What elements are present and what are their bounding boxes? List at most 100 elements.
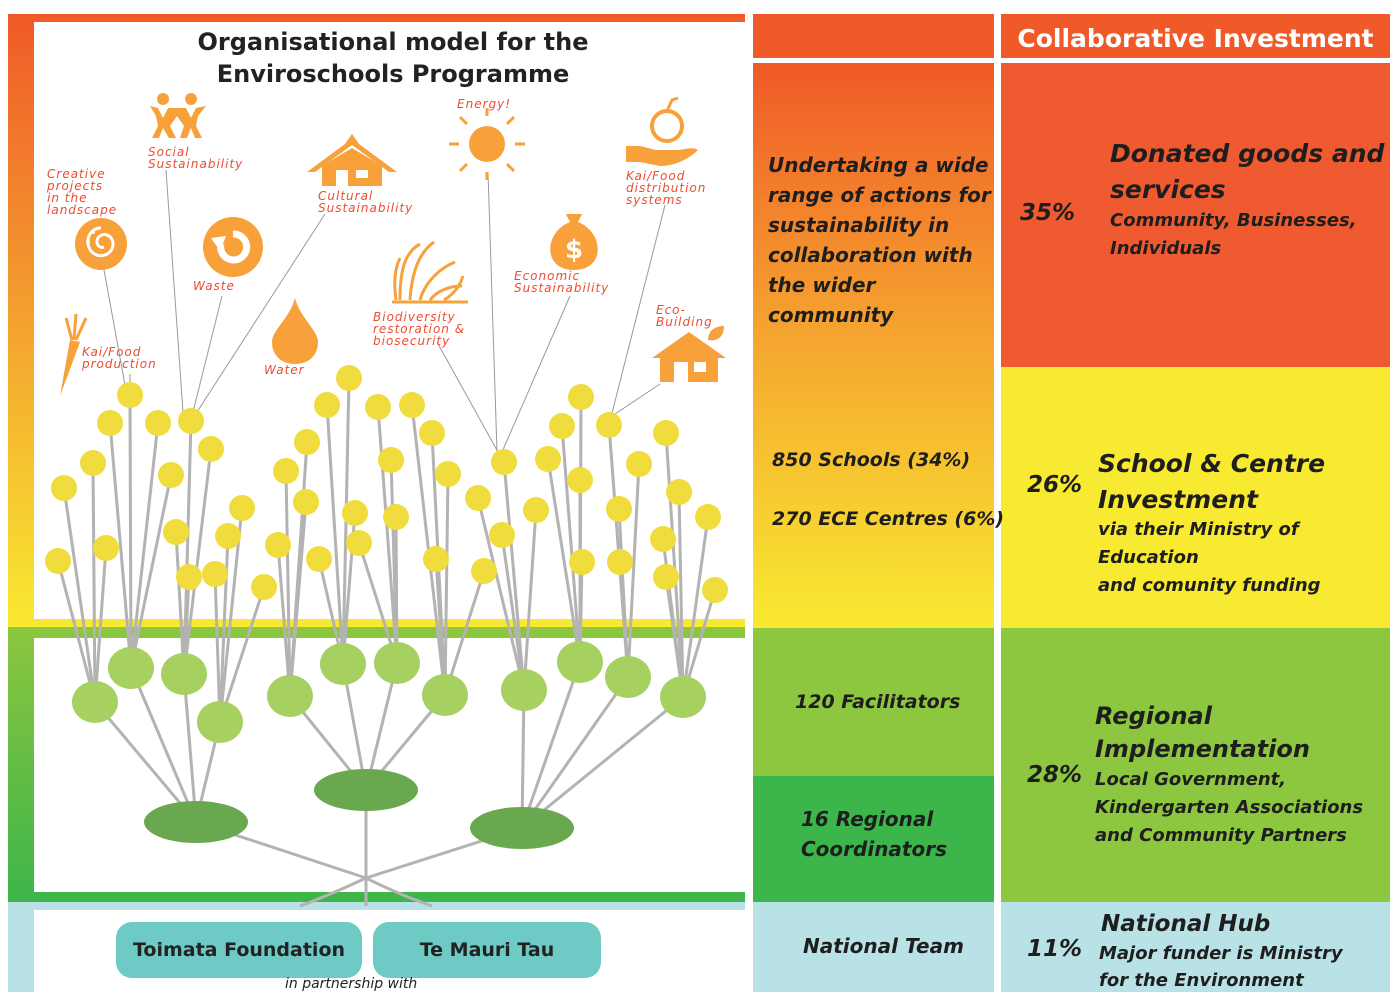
biodiversity-label-line-2: restoration & bbox=[373, 322, 466, 336]
creative-label-line-3: in the bbox=[47, 191, 88, 205]
coordinators-text: 16 Regional Coordinators bbox=[801, 804, 947, 864]
facilitator-nodes bbox=[72, 641, 706, 743]
middle-header-band bbox=[753, 14, 994, 58]
donated-title: Donated goods and services bbox=[1110, 136, 1384, 208]
money-bag-icon: $ bbox=[550, 214, 598, 270]
cultural-label-line-1: Cultural bbox=[318, 189, 374, 203]
regional-desc-line-1: Local Government, bbox=[1095, 769, 1287, 790]
school-title: School & Centre Investment bbox=[1098, 446, 1325, 518]
national-desc-line-2: for the Environment bbox=[1099, 970, 1304, 991]
right-header-band bbox=[1001, 14, 1390, 58]
eco-building-label-line-2: Building bbox=[656, 315, 713, 329]
school-nodes bbox=[45, 365, 728, 603]
middle-gradient-panel bbox=[753, 63, 994, 628]
regional-title-line-1: Regional bbox=[1095, 702, 1212, 730]
creative-label-line-1: Creative bbox=[47, 167, 106, 181]
national-title: National Hub bbox=[1101, 911, 1271, 937]
school-pct: 26% bbox=[1027, 472, 1083, 498]
social-label: Social Sustainability bbox=[148, 146, 243, 170]
title-line-2: Enviroschools Programme bbox=[216, 60, 570, 88]
social-label-line-2: Sustainability bbox=[148, 157, 244, 171]
national-desc: Major funder is Ministry for the Environ… bbox=[1099, 940, 1343, 994]
donated-desc: Community, Businesses, Individuals bbox=[1110, 207, 1357, 263]
biodiversity-label: Biodiversity restoration & biosecurity bbox=[373, 311, 465, 347]
biodiversity-label-line-3: biosecurity bbox=[373, 334, 451, 348]
kai-distribution-label-line-1: Kai/Food bbox=[626, 169, 686, 183]
creative-label-line-4: landscape bbox=[47, 203, 118, 217]
economic-label-line-2: Sustainability bbox=[514, 281, 610, 295]
creative-label: Creative projects in the landscape bbox=[47, 168, 117, 216]
diagram-title: Organisational model for the Enviroschoo… bbox=[120, 26, 666, 90]
eco-building-label-line-1: Eco- bbox=[656, 303, 686, 317]
kai-distribution-label: Kai/Food distribution systems bbox=[626, 170, 706, 206]
hand-apple-icon bbox=[626, 96, 698, 166]
economic-label: Economic Sustainability bbox=[514, 270, 609, 294]
actions-line-3: sustainability in bbox=[768, 213, 950, 237]
meeting-house-icon bbox=[307, 134, 397, 186]
tree-branches bbox=[56, 377, 717, 908]
regional-desc: Local Government, Kindergarten Associati… bbox=[1095, 766, 1363, 850]
plant-icon bbox=[392, 240, 468, 304]
recycle-arrow-icon bbox=[203, 217, 263, 277]
economic-label-line-1: Economic bbox=[514, 269, 581, 283]
water-label: Water bbox=[264, 364, 305, 376]
actions-text: Undertaking a wide range of actions for … bbox=[768, 150, 993, 330]
right-national-panel bbox=[1001, 902, 1390, 992]
donated-desc-line-2: Individuals bbox=[1110, 238, 1222, 259]
middle-national-panel bbox=[753, 902, 994, 992]
actions-line-2: range of actions for bbox=[768, 183, 991, 207]
donated-title-line-2: services bbox=[1110, 175, 1226, 204]
donated-desc-line-1: Community, Businesses, bbox=[1110, 210, 1357, 231]
regional-desc-line-3: and Community Partners bbox=[1095, 825, 1347, 846]
middle-facilitators-panel bbox=[753, 628, 994, 776]
donated-title-line-1: Donated goods and bbox=[1110, 139, 1385, 168]
regional-title: Regional Implementation bbox=[1095, 700, 1310, 766]
actions-line-5: the wider community bbox=[768, 273, 894, 327]
school-desc: via their Ministry of Education and comu… bbox=[1098, 516, 1390, 600]
national-desc-line-1: Major funder is Ministry bbox=[1099, 943, 1343, 964]
creative-label-line-2: projects bbox=[47, 179, 104, 193]
people-icon bbox=[150, 93, 206, 138]
actions-line-1: Undertaking a wide bbox=[768, 153, 989, 177]
school-title-line-1: School & Centre bbox=[1098, 449, 1326, 478]
coordinators-line-1: 16 Regional bbox=[801, 807, 934, 831]
title-line-1: Organisational model for the bbox=[197, 28, 589, 56]
kai-production-label-line-2: production bbox=[82, 357, 157, 371]
koru-spiral-icon bbox=[75, 218, 127, 270]
regional-title-line-2: Implementation bbox=[1095, 735, 1310, 763]
water-drop-icon bbox=[272, 298, 318, 364]
sun-icon bbox=[449, 108, 525, 180]
te-mauri-tau-badge: Te Mauri Tau bbox=[373, 922, 601, 978]
regional-pct: 28% bbox=[1027, 762, 1083, 788]
school-desc-line-1: via their Ministry of Education bbox=[1098, 519, 1299, 568]
biodiversity-label-line-1: Biodiversity bbox=[373, 310, 456, 324]
kai-production-label: Kai/Food production bbox=[82, 346, 157, 370]
energy-label-line-1: Energy! bbox=[457, 97, 512, 111]
partnership-text: in partnership with bbox=[285, 976, 418, 992]
ece-count: 270 ECE Centres (6%) bbox=[772, 508, 1005, 530]
regional-coordinator-nodes bbox=[144, 769, 574, 849]
actions-line-4: collaboration with bbox=[768, 243, 973, 267]
school-desc-line-2: and comunity funding bbox=[1098, 575, 1321, 596]
national-pct: 11% bbox=[1027, 936, 1083, 962]
kai-production-label-line-1: Kai/Food bbox=[82, 345, 142, 359]
investment-header: Collaborative Investment bbox=[1017, 24, 1374, 53]
social-label-line-1: Social bbox=[148, 145, 190, 159]
water-label-line-1: Water bbox=[264, 363, 305, 377]
toimata-foundation-badge: Toimata Foundation bbox=[116, 922, 362, 978]
cultural-label: Cultural Sustainability bbox=[318, 190, 413, 214]
facilitators-count: 120 Facilitators bbox=[795, 691, 961, 713]
regional-desc-line-2: Kindergarten Associations bbox=[1095, 797, 1364, 818]
toimata-foundation-label: Toimata Foundation bbox=[132, 939, 346, 961]
house-leaf-icon bbox=[652, 326, 726, 382]
waste-label: Waste bbox=[193, 280, 235, 292]
kai-distribution-label-line-3: systems bbox=[626, 193, 683, 207]
right-donated-panel bbox=[1001, 63, 1390, 367]
kai-distribution-label-line-2: distribution bbox=[626, 181, 707, 195]
donated-pct: 35% bbox=[1020, 200, 1076, 226]
icon-connector-lines bbox=[103, 169, 666, 453]
right-school-panel bbox=[1001, 367, 1390, 628]
school-title-line-2: Investment bbox=[1098, 485, 1258, 514]
